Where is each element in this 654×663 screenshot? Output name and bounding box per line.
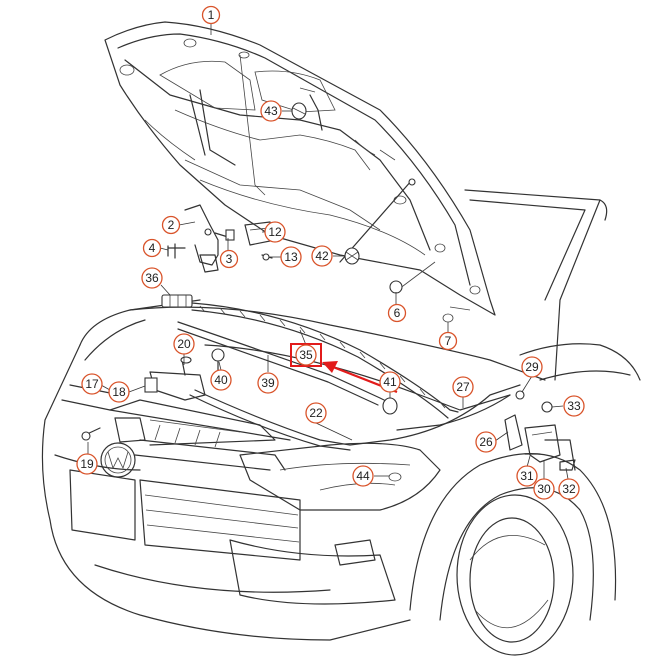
callouts: 1 2 3 4 6 7 12 13 17 18 19 20 22 26 27 2…	[76, 5, 585, 500]
svg-text:31: 31	[520, 469, 534, 483]
svg-text:19: 19	[80, 457, 94, 471]
svg-text:30: 30	[537, 482, 551, 496]
pointer-arrow-head	[322, 361, 338, 373]
svg-text:33: 33	[567, 399, 581, 413]
callout-43[interactable]: 43	[260, 100, 282, 122]
callout-29[interactable]: 29	[521, 356, 543, 378]
callout-35[interactable]: 35	[295, 344, 317, 366]
callout-26[interactable]: 26	[475, 431, 497, 453]
svg-text:17: 17	[85, 377, 99, 391]
callout-30[interactable]: 30	[533, 478, 555, 500]
callout-22[interactable]: 22	[305, 402, 327, 424]
svg-text:44: 44	[356, 469, 370, 483]
callout-1[interactable]: 1	[201, 5, 221, 25]
hood-parts	[81, 102, 576, 482]
callout-4[interactable]: 4	[142, 238, 162, 258]
callout-18[interactable]: 18	[108, 381, 130, 403]
highlight-box	[290, 343, 322, 367]
hood-panel	[104, 21, 496, 316]
svg-text:18: 18	[112, 385, 126, 399]
callout-39[interactable]: 39	[257, 372, 279, 394]
callout-40[interactable]: 40	[210, 369, 232, 391]
svg-text:3: 3	[226, 252, 233, 266]
callout-31[interactable]: 31	[516, 465, 538, 487]
svg-text:35: 35	[299, 348, 313, 362]
svg-text:27: 27	[456, 380, 470, 394]
svg-text:1: 1	[208, 8, 215, 22]
svg-text:2: 2	[168, 218, 175, 232]
callout-41[interactable]: 41	[379, 371, 401, 393]
callout-12[interactable]: 12	[264, 221, 286, 243]
svg-text:32: 32	[562, 482, 576, 496]
callout-7[interactable]: 7	[438, 331, 458, 351]
svg-text:42: 42	[315, 249, 329, 263]
callout-27[interactable]: 27	[452, 376, 474, 398]
callout-36[interactable]: 36	[141, 267, 163, 289]
svg-text:4: 4	[149, 241, 156, 255]
svg-text:36: 36	[145, 271, 159, 285]
svg-text:39: 39	[261, 376, 275, 390]
leader-lines	[87, 24, 569, 480]
callout-42[interactable]: 42	[311, 245, 333, 267]
svg-text:40: 40	[214, 373, 228, 387]
svg-text:22: 22	[309, 406, 323, 420]
callout-19[interactable]: 19	[76, 453, 98, 475]
car-body-illustration	[41, 189, 641, 656]
callout-44[interactable]: 44	[352, 465, 374, 487]
svg-text:41: 41	[383, 375, 397, 389]
svg-text:13: 13	[284, 250, 298, 264]
svg-text:12: 12	[268, 225, 282, 239]
svg-text:6: 6	[394, 306, 401, 320]
callout-17[interactable]: 17	[81, 373, 103, 395]
callout-2[interactable]: 2	[161, 215, 181, 235]
callout-33[interactable]: 33	[563, 395, 585, 417]
callout-3[interactable]: 3	[219, 249, 239, 269]
svg-text:43: 43	[264, 104, 278, 118]
callout-13[interactable]: 13	[280, 246, 302, 268]
svg-text:26: 26	[479, 435, 493, 449]
callout-20[interactable]: 20	[173, 333, 195, 355]
svg-text:7: 7	[445, 334, 452, 348]
svg-text:20: 20	[177, 337, 191, 351]
callout-32[interactable]: 32	[558, 478, 580, 500]
svg-text:29: 29	[525, 360, 539, 374]
callout-6[interactable]: 6	[387, 303, 407, 323]
